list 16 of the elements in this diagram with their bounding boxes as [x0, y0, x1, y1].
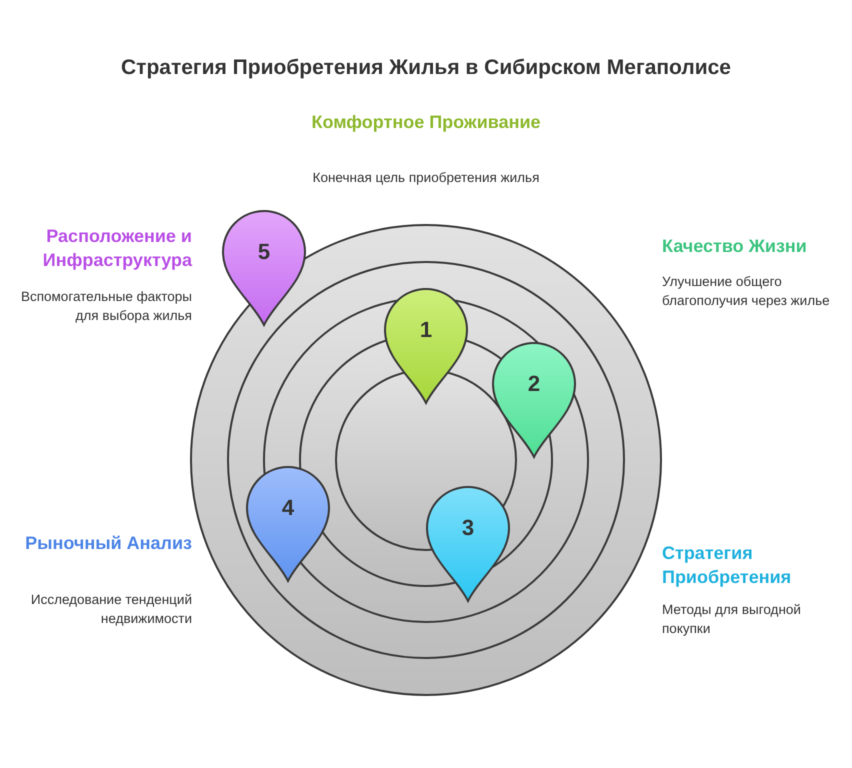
section-heading: Стратегия Приобретения	[662, 542, 792, 589]
section-description: Исследование тенденций недвижимости	[30, 591, 192, 628]
section-heading: Рыночный Анализ	[24, 532, 192, 555]
section-description: Вспомогательные факторы для выбора жилья	[20, 288, 192, 325]
section-description: Методы для выгодной покупки	[662, 601, 802, 638]
pin-number: 4	[280, 495, 296, 521]
section-heading: Комфортное Проживание	[310, 111, 542, 134]
pin-number: 1	[418, 317, 434, 343]
section-heading: Качество Жизни	[662, 235, 808, 258]
pin-number: 5	[256, 239, 272, 265]
section-description: Конечная цель приобретения жилья	[312, 169, 540, 187]
pin-number: 3	[460, 515, 476, 541]
pin-number: 2	[526, 371, 542, 397]
section-description: Улучшение общего благополучия через жилье	[662, 273, 831, 310]
diagram-title: Стратегия Приобретения Жилья в Сибирском Мегаполисе	[120, 55, 732, 81]
section-heading: Расположение и Инфраструктура	[42, 225, 192, 272]
